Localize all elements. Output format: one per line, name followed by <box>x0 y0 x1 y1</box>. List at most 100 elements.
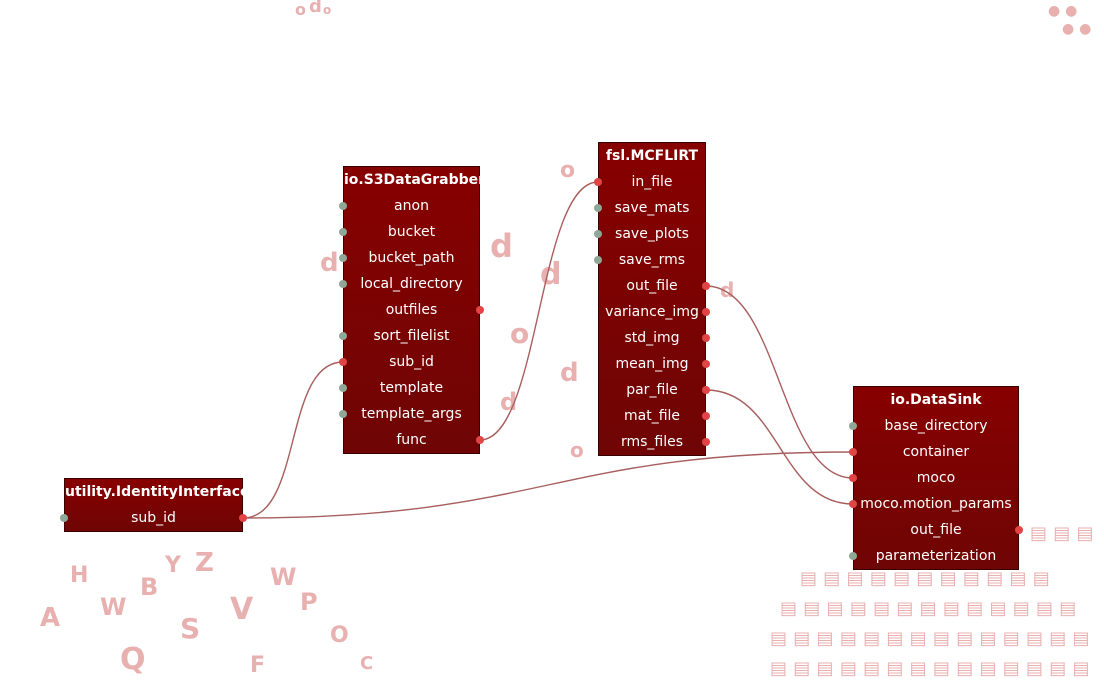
port-sub-id[interactable]: sub_id <box>60 505 247 531</box>
input-port-dot[interactable] <box>849 474 857 482</box>
port-label: in_file <box>631 174 673 190</box>
port-label: sort_filelist <box>373 328 450 344</box>
port-label: mean_img <box>615 356 689 372</box>
port-label: sub_id <box>389 354 434 370</box>
port-std-img[interactable]: std_img <box>599 325 710 351</box>
wire-4 <box>705 389 854 505</box>
input-port-dot[interactable] <box>339 228 347 236</box>
background-decoration-top: o d o <box>295 0 332 19</box>
port-sort-filelist[interactable]: sort_filelist <box>339 323 479 349</box>
port-variance-img[interactable]: variance_img <box>599 299 710 325</box>
node-title[interactable]: fsl.MCFLIRT <box>605 148 699 164</box>
port-mat-file[interactable]: mat_file <box>599 403 710 429</box>
port-label: out_file <box>910 522 962 538</box>
port-anon[interactable]: anon <box>339 193 479 219</box>
input-port-dot[interactable] <box>60 514 68 522</box>
port-label: sub_id <box>131 510 176 526</box>
port-par-file[interactable]: par_file <box>599 377 710 403</box>
input-port-dot[interactable] <box>849 500 857 508</box>
wire-0 <box>242 361 344 519</box>
input-port-dot[interactable] <box>594 256 602 264</box>
port-container[interactable]: container <box>849 439 1018 465</box>
port-label: save_rms <box>618 252 686 268</box>
input-port-dot[interactable] <box>849 422 857 430</box>
background-decoration-bottom-left: A H W Q B Y S Z V F W P O C <box>40 548 374 678</box>
port-sub-id[interactable]: sub_id <box>339 349 479 375</box>
node-title[interactable]: utility.IdentityInterface <box>65 484 250 500</box>
port-label: variance_img <box>605 304 699 320</box>
input-port-dot[interactable] <box>339 280 347 288</box>
input-port-dot[interactable] <box>849 552 857 560</box>
port-label: bucket <box>387 224 436 240</box>
output-port-dot[interactable] <box>1015 526 1023 534</box>
node-identity-interface[interactable]: utility.IdentityInterface sub_id <box>60 478 250 532</box>
port-bucket-path[interactable]: bucket_path <box>339 245 479 271</box>
input-port-dot[interactable] <box>339 358 347 366</box>
port-label: func <box>396 432 427 448</box>
node-title[interactable]: io.DataSink <box>890 392 982 408</box>
input-port-dot[interactable] <box>594 230 602 238</box>
port-rms-files[interactable]: rms_files <box>599 429 710 455</box>
port-label: moco.motion_params <box>860 496 1012 512</box>
output-port-dot[interactable] <box>702 334 710 342</box>
port-label: mat_file <box>623 408 681 424</box>
port-label: base_directory <box>884 418 988 434</box>
output-port-dot[interactable] <box>476 436 484 444</box>
input-port-dot[interactable] <box>594 204 602 212</box>
port-label: std_img <box>624 330 680 346</box>
port-save-rms[interactable]: save_rms <box>594 247 705 273</box>
port-label: parameterization <box>875 548 997 564</box>
port-base-directory[interactable]: base_directory <box>849 413 1018 439</box>
port-label: template_args <box>361 406 462 422</box>
input-port-dot[interactable] <box>594 178 602 186</box>
port-label: out_file <box>626 278 678 294</box>
port-label: bucket_path <box>368 250 455 266</box>
output-port-dot[interactable] <box>239 514 247 522</box>
input-port-dot[interactable] <box>339 332 347 340</box>
port-label: container <box>902 444 970 460</box>
output-port-dot[interactable] <box>702 360 710 368</box>
port-template-args[interactable]: template_args <box>339 401 479 427</box>
node-title[interactable]: io.S3DataGrabber <box>344 172 486 188</box>
input-port-dot[interactable] <box>339 384 347 392</box>
port-template[interactable]: template <box>339 375 479 401</box>
port-moco-motion-params[interactable]: moco.motion_params <box>849 491 1018 517</box>
port-label: save_mats <box>614 200 690 216</box>
port-label: rms_files <box>620 434 684 450</box>
port-local-directory[interactable]: local_directory <box>339 271 479 297</box>
port-in-file[interactable]: in_file <box>594 169 705 195</box>
input-port-dot[interactable] <box>339 202 347 210</box>
port-out-file[interactable]: out_file <box>854 517 1023 543</box>
node-data-sink[interactable]: io.DataSink base_directory container moco m… <box>849 386 1023 570</box>
wire-1 <box>242 451 854 519</box>
wire-3 <box>705 285 854 479</box>
port-bucket[interactable]: bucket <box>339 219 479 245</box>
output-port-dot[interactable] <box>702 412 710 420</box>
port-func[interactable]: func <box>344 427 484 453</box>
port-out-file[interactable]: out_file <box>599 273 710 299</box>
port-moco[interactable]: moco <box>849 465 1018 491</box>
output-port-dot[interactable] <box>702 386 710 394</box>
port-label: save_plots <box>615 226 689 242</box>
port-label: outfiles <box>385 302 438 318</box>
output-port-dot[interactable] <box>702 438 710 446</box>
input-port-dot[interactable] <box>849 448 857 456</box>
output-port-dot[interactable] <box>702 282 710 290</box>
port-save-mats[interactable]: save_mats <box>594 195 705 221</box>
port-mean-img[interactable]: mean_img <box>599 351 710 377</box>
background-decoration-top-right: ● ● ● ● <box>1048 3 1092 37</box>
output-port-dot[interactable] <box>702 308 710 316</box>
port-outfiles[interactable]: outfiles <box>344 297 484 323</box>
port-label: template <box>379 380 444 396</box>
input-port-dot[interactable] <box>339 254 347 262</box>
output-port-dot[interactable] <box>476 306 484 314</box>
input-port-dot[interactable] <box>339 410 347 418</box>
port-label: anon <box>394 198 429 214</box>
port-parameterization[interactable]: parameterization <box>849 543 1018 569</box>
port-label: local_directory <box>360 276 463 292</box>
port-save-plots[interactable]: save_plots <box>594 221 705 247</box>
